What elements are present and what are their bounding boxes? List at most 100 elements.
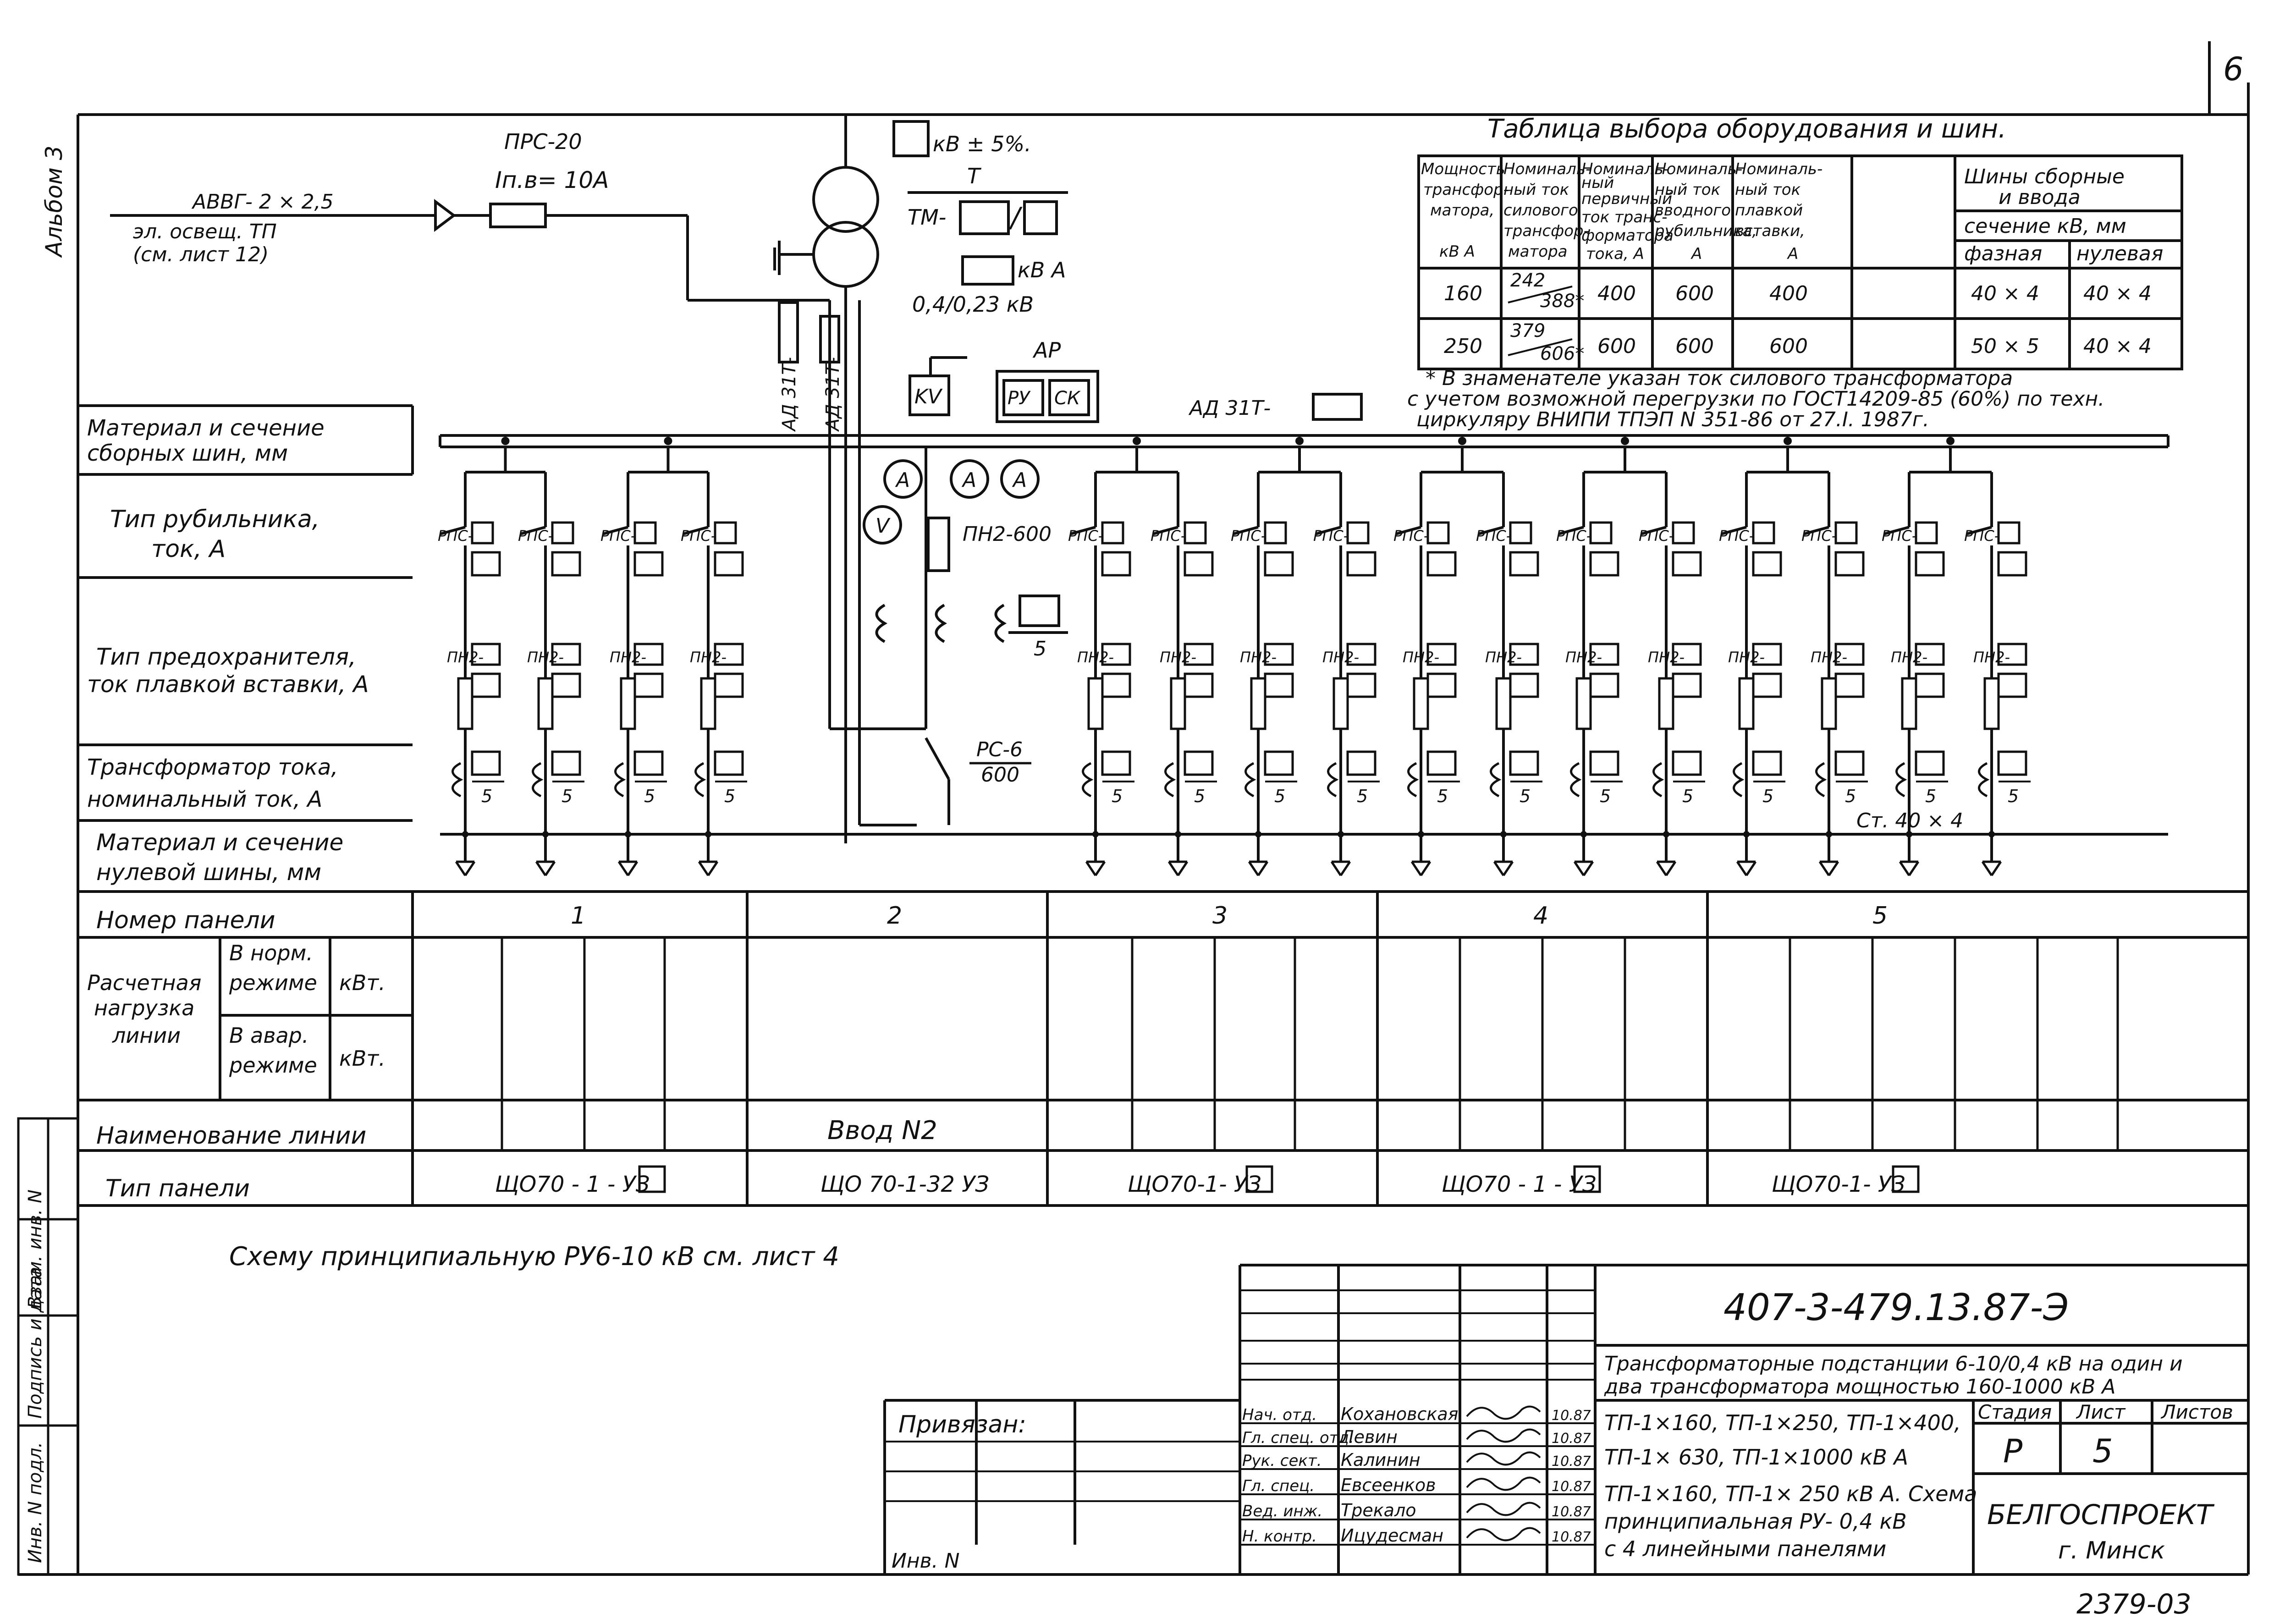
ct-value-box [1672,750,1702,776]
fuse-body [1332,677,1349,730]
fuse-insert-box [1834,672,1865,698]
person-date: 10.87 [1552,1479,1591,1495]
switch-current-box [1915,551,1945,577]
fuse-body [1983,677,2000,730]
doc-subtitle-1: Трансформаторные подстанции 6-10/0,4 кВ … [1604,1352,2183,1376]
fuse-body [1575,677,1592,730]
hdr-primary-1: Номиналь- [1581,160,1669,178]
fuse-insert-box [1101,672,1131,698]
switch-blade [602,526,628,535]
row1-nom-num: 242 [1510,270,1545,291]
fuse-insert-box [1264,672,1294,698]
ct-coil [1407,762,1419,798]
panel-table-grid [78,890,2248,1207]
ct-denominator: 5 [1357,786,1368,806]
ct-coil [1570,762,1582,798]
ct-denominator: 5 [1682,786,1693,806]
switch-blade [440,526,466,535]
fuse-value-box [1184,643,1214,666]
switch-current-box [1101,551,1131,577]
label-load-1: Расчетная [87,970,201,995]
person-name: Калинин [1341,1450,1421,1470]
busbar-tap-dot [1621,437,1629,445]
breaker-a-label: АД 31Т- [779,357,800,432]
switch-value-box [1101,521,1124,545]
switch-blade [1641,526,1667,535]
fuse-value-box [1752,643,1782,666]
ct-coil [1244,762,1256,798]
label-emerg-1: В авар. [229,1023,309,1048]
fuse-body [537,677,554,730]
ct-coil [1895,762,1907,798]
switch-rps-label: РПС- [600,527,636,545]
row2-neutral: 40 × 4 [2083,335,2152,358]
switch-value-box [1672,521,1695,545]
neutral-dot [542,831,549,837]
cable-end [1582,861,1594,876]
fuse-insert-box [1997,672,2027,698]
ct-denominator: 5 [1762,786,1773,806]
sheet-header: Лист [2076,1401,2126,1423]
hdr-insert-5: А [1787,245,1798,263]
busbar-tap-dot [1295,437,1304,445]
hdr-power-2: трансфор- [1423,181,1509,199]
fuse-pn2-label: ПН2- [1160,649,1196,666]
lighting-feed [110,199,830,302]
doc-line-b: ТП-1× 630, ТП-1×1000 кВ А [1604,1445,1908,1470]
label-ct-1: Трансформатор тока, [87,754,338,780]
cable-end [1339,861,1351,876]
person-role: Гл. спец. [1242,1477,1315,1495]
hdr-bus-2: и ввода [1999,186,2081,209]
switch-value-box [1264,521,1287,545]
cable-end [1665,861,1677,876]
hdr-primary-3: первичный [1581,190,1672,208]
transformer-rating-unit: кВ А [1018,258,1066,282]
ct-coil [1327,762,1339,798]
ct-denominator: 5 [562,786,573,806]
fuse-insert-box [1426,672,1457,698]
sheet-number: 6 [2223,50,2244,88]
transformer-type-prefix: ТМ- [908,205,946,230]
ct-value-box [551,750,581,776]
ct-denominator: 5 [2008,786,2019,806]
fuse-pn2-label: ПН2- [1648,649,1685,666]
row2-power: 250 [1444,335,1482,358]
label-normal-1: В норм. [229,941,313,965]
doc-line-d: принципиальная РУ- 0,4 кВ [1604,1509,1907,1534]
label-busbar-2: сборных шин, мм [87,440,288,466]
neutral-dot [1255,831,1261,837]
switch-blade [1803,526,1829,535]
cable-end [698,861,710,876]
switch-current-box [1184,551,1214,577]
switch-value-box [1834,521,1858,545]
row1-phase: 40 × 4 [1971,282,2039,305]
switch-blade [1883,526,1910,535]
fuse-body [1250,677,1266,730]
fuse-value-box [1589,643,1619,666]
input-breakers [778,301,1363,421]
fuse-body [620,677,636,730]
lighting-fuse-type: ПРС-20 [504,129,582,154]
feeder-circuits: РПС-ПН2-5РПС-ПН2-5РПС-ПН2-5РПС-ПН2-5РПС-… [438,437,2031,876]
ct-value-box [1997,750,2027,776]
fuse-pn2-label: ПН2- [1973,649,2010,666]
ct-coil [1164,762,1176,798]
cable-end [1177,861,1189,876]
cable-end [617,861,629,876]
side-stamp [17,1117,79,1576]
ct-value-box [1509,750,1539,776]
fuse-pn2-label: ПН2- [1891,649,1927,666]
switch-rps-label: РПС- [1964,527,1999,545]
panel-2-line-name: Ввод N2 [827,1116,937,1145]
fuse-value-box [471,643,501,666]
ammeter-2 [950,459,989,499]
person-name: Евсеенков [1341,1475,1436,1495]
ct-coil [1082,762,1094,798]
stage-header: Стадия [1978,1401,2052,1423]
switch-value-box [1997,521,2021,545]
person-signature [1466,1476,1541,1491]
fuse-pn2-label: ПН2- [1322,649,1359,666]
person-name: Левин [1340,1427,1398,1447]
cable-end [1085,861,1097,876]
album-label: Альбом 3 [41,146,67,258]
